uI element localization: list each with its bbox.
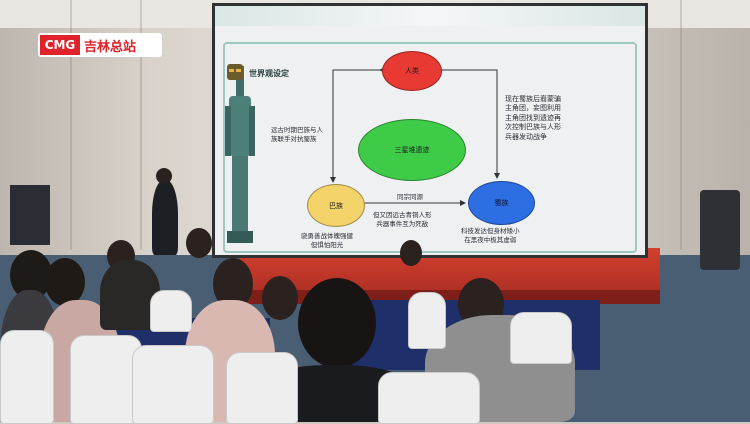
mask-icon — [227, 64, 243, 80]
slide-frame — [223, 42, 637, 253]
node-shu-clan: 蜀族 — [468, 181, 535, 225]
presenter — [152, 180, 178, 255]
label-line: 次控制巴族与人形 — [505, 123, 561, 132]
node-sanxingdui: 三星堆遗迹 — [358, 119, 466, 181]
wall-panel-line — [140, 0, 142, 250]
slide-top-band — [215, 6, 645, 26]
label-line: 在黑夜中极其虚弱 — [464, 235, 517, 244]
chair — [0, 330, 54, 424]
wall-panel-line — [70, 0, 72, 250]
label-line: 但又因远古青铜人形 — [373, 211, 432, 219]
node-ba-clan: 巴族 — [307, 184, 365, 227]
label-ba-traits: 骁勇善战体魄强健 但惧怕阳光 — [301, 232, 353, 250]
label-line: 但惧怕阳光 — [310, 240, 344, 249]
label-line: 远古时期巴族与人 — [271, 126, 323, 134]
label-line: 主角团，妄图利用 — [505, 104, 561, 113]
label-line: 主角团找到遗迹再 — [505, 113, 561, 122]
chair — [132, 345, 214, 424]
broadcaster-logo: CMG 吉林总站 — [38, 33, 162, 57]
label-line: 现在蜀族后裔蒙骗 — [505, 95, 561, 103]
label-left-edge: 远古时期巴族与人 族联手对抗蜀族 — [271, 126, 323, 144]
logo-mark: CMG — [40, 35, 80, 55]
chair — [150, 290, 192, 332]
chair — [408, 292, 446, 349]
audience-member — [400, 240, 422, 266]
bronze-figure-icon — [225, 66, 255, 243]
label-line: 科技发达但身材矮小 — [461, 227, 520, 235]
chair — [226, 352, 298, 424]
label-line: 族联手对抗蜀族 — [271, 134, 317, 143]
label-line: 兵器发动战争 — [505, 132, 547, 141]
chair — [378, 372, 480, 424]
audience-member — [262, 276, 298, 320]
logo-text: 吉林总站 — [84, 39, 137, 55]
label-shu-traits: 科技发达但身材矮小 在黑夜中极其虚弱 — [461, 227, 520, 245]
label-line: 骁勇善战体魄强健 — [301, 232, 353, 240]
camera-rig — [700, 190, 740, 270]
audience-member — [298, 278, 376, 368]
label-enemies: 但又因远古青铜人形 兵器事件互为死敌 — [373, 211, 432, 229]
chair — [510, 312, 572, 364]
speaker-cabinet — [10, 185, 50, 245]
node-humans: 人类 — [382, 51, 442, 91]
label-same-origin: 同宗同源 — [397, 193, 423, 201]
label-line: 兵器事件互为死敌 — [376, 219, 429, 228]
slide-title: 世界观设定 — [249, 69, 289, 78]
presenter-head — [156, 168, 172, 184]
audience-member — [186, 228, 212, 258]
label-right-edge: 现在蜀族后裔蒙骗 主角团，妄图利用 主角团找到遗迹再 次控制巴族与人形 兵器发动… — [505, 95, 561, 142]
audience-member — [45, 258, 85, 306]
projection-screen: 世界观设定 人类 三星堆遗迹 巴族 蜀族 远古时期巴族与人 族联手对抗蜀族 现在… — [212, 3, 648, 258]
relation-arrows — [330, 67, 500, 206]
wall-panel-line — [680, 0, 682, 250]
